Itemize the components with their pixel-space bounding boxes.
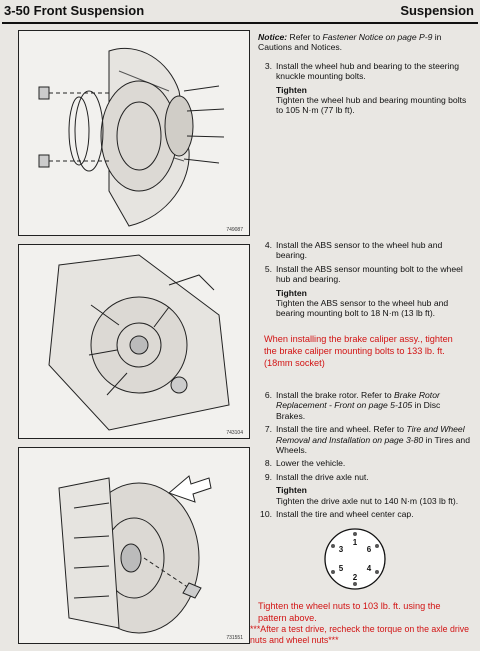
step-number: 10. (260, 509, 272, 520)
step-text-b: in Tires and Wheels. (276, 434, 470, 456)
lug-label-5: 5 (339, 564, 344, 573)
notice-ref: Fastener Notice on page P-9 (322, 32, 433, 42)
step-number: 3. (264, 60, 272, 71)
step-text-a: Install the tire and wheel. Refer to (276, 424, 407, 435)
step-number: 8. (264, 458, 272, 469)
lug-label-2: 2 (353, 573, 358, 582)
lug-label-4: 4 (367, 564, 372, 573)
figure-code: 731551 (226, 635, 243, 641)
lug-label-1: 1 (353, 538, 358, 547)
step-text: Install the tire and wheel center cap. (276, 509, 414, 520)
notice: Notice: Refer to Fastener Notice on page… (258, 32, 470, 53)
step-number: 6. (264, 390, 272, 400)
header-rule (2, 22, 478, 24)
step-number: 5. (264, 263, 272, 274)
step-number: 7. (264, 424, 272, 435)
step-number: 4. (264, 240, 272, 250)
step-8: 8. Lower the vehicle. (258, 458, 470, 468)
step-9: 9. Install the drive axle nut. (258, 472, 470, 482)
hub-bolts-illustration (38, 47, 225, 227)
notice-text-b: in Cautions and Notices. (258, 32, 442, 53)
figure-code: 749087 (226, 227, 243, 233)
figure-code: 743104 (226, 430, 243, 436)
figure-abs-sensor: 743104 (18, 244, 250, 439)
step-text: Install the drive axle nut. (276, 471, 369, 482)
step-text: Lower the vehicle. (276, 458, 346, 469)
step-10: 10. Install the tire and wheel center ca… (258, 509, 470, 519)
step-text-a: Install the brake rotor. Refer to (276, 390, 394, 400)
tighten-spec: Tighten the drive axle nut to 140 N·m (1… (276, 495, 459, 506)
step-4: 4. Install the ABS sensor to the wheel h… (258, 240, 470, 261)
step-3: 3. Install the wheel hub and bearing to … (258, 61, 470, 82)
caliper-torque-note: When installing the brake caliper assy.,… (264, 333, 453, 368)
step-ref: Tire and Wheel Removal and Installation … (276, 424, 465, 445)
tighten-heading: Tighten (276, 84, 307, 95)
page-number-title: 3-50 Front Suspension (4, 3, 145, 18)
step-text-b: in Disc Brakes. (276, 400, 441, 421)
tighten-heading: Tighten (276, 287, 307, 298)
wheel-nut-torque-note: Tighten the wheel nuts to 103 lb. ft. us… (258, 601, 441, 623)
step-text: Install the ABS sensor to the wheel hub … (276, 240, 443, 261)
rotor-axle-illustration (58, 475, 212, 634)
tighten-heading: Tighten (276, 485, 307, 496)
lug-pattern-diagram: 1 2 3 4 5 6 (324, 528, 386, 590)
step-7: 7. Install the tire and wheel. Refer to … (258, 424, 470, 455)
notice-label: Notice: (258, 32, 288, 42)
step-ref: Brake Rotor Replacement - Front on page … (276, 390, 440, 411)
step-text: Install the wheel hub and bearing to the… (276, 60, 459, 82)
step-number: 9. (264, 471, 272, 482)
step-5: 5. Install the ABS sensor mounting bolt … (258, 264, 470, 285)
tighten-spec: Tighten the wheel hub and bearing mounti… (276, 95, 467, 116)
lug-label-3: 3 (339, 545, 344, 554)
step-text: Install the ABS sensor mounting bolt to … (276, 263, 463, 285)
section-3: 6. Install the brake rotor. Refer to Bra… (258, 390, 470, 522)
abs-sensor-illustration (48, 254, 230, 431)
figure-hub-bolts: 749087 (18, 30, 250, 236)
lug-nut-pattern: 1 2 3 4 5 6 (322, 526, 388, 592)
section-1: Notice: Refer to Fastener Notice on page… (258, 32, 470, 116)
figure-rotor-axle: 731551 (18, 447, 250, 644)
lug-label-6: 6 (367, 545, 372, 554)
section-2: 4. Install the ABS sensor to the wheel h… (258, 240, 470, 369)
notice-text-a: Refer to (287, 32, 323, 42)
section-title: Suspension (400, 3, 474, 18)
recheck-torque-note: ***After a test drive, recheck the torqu… (250, 624, 470, 645)
step-6: 6. Install the brake rotor. Refer to Bra… (258, 390, 470, 421)
tighten-spec: Tighten the ABS sensor to the wheel hub … (276, 298, 449, 319)
